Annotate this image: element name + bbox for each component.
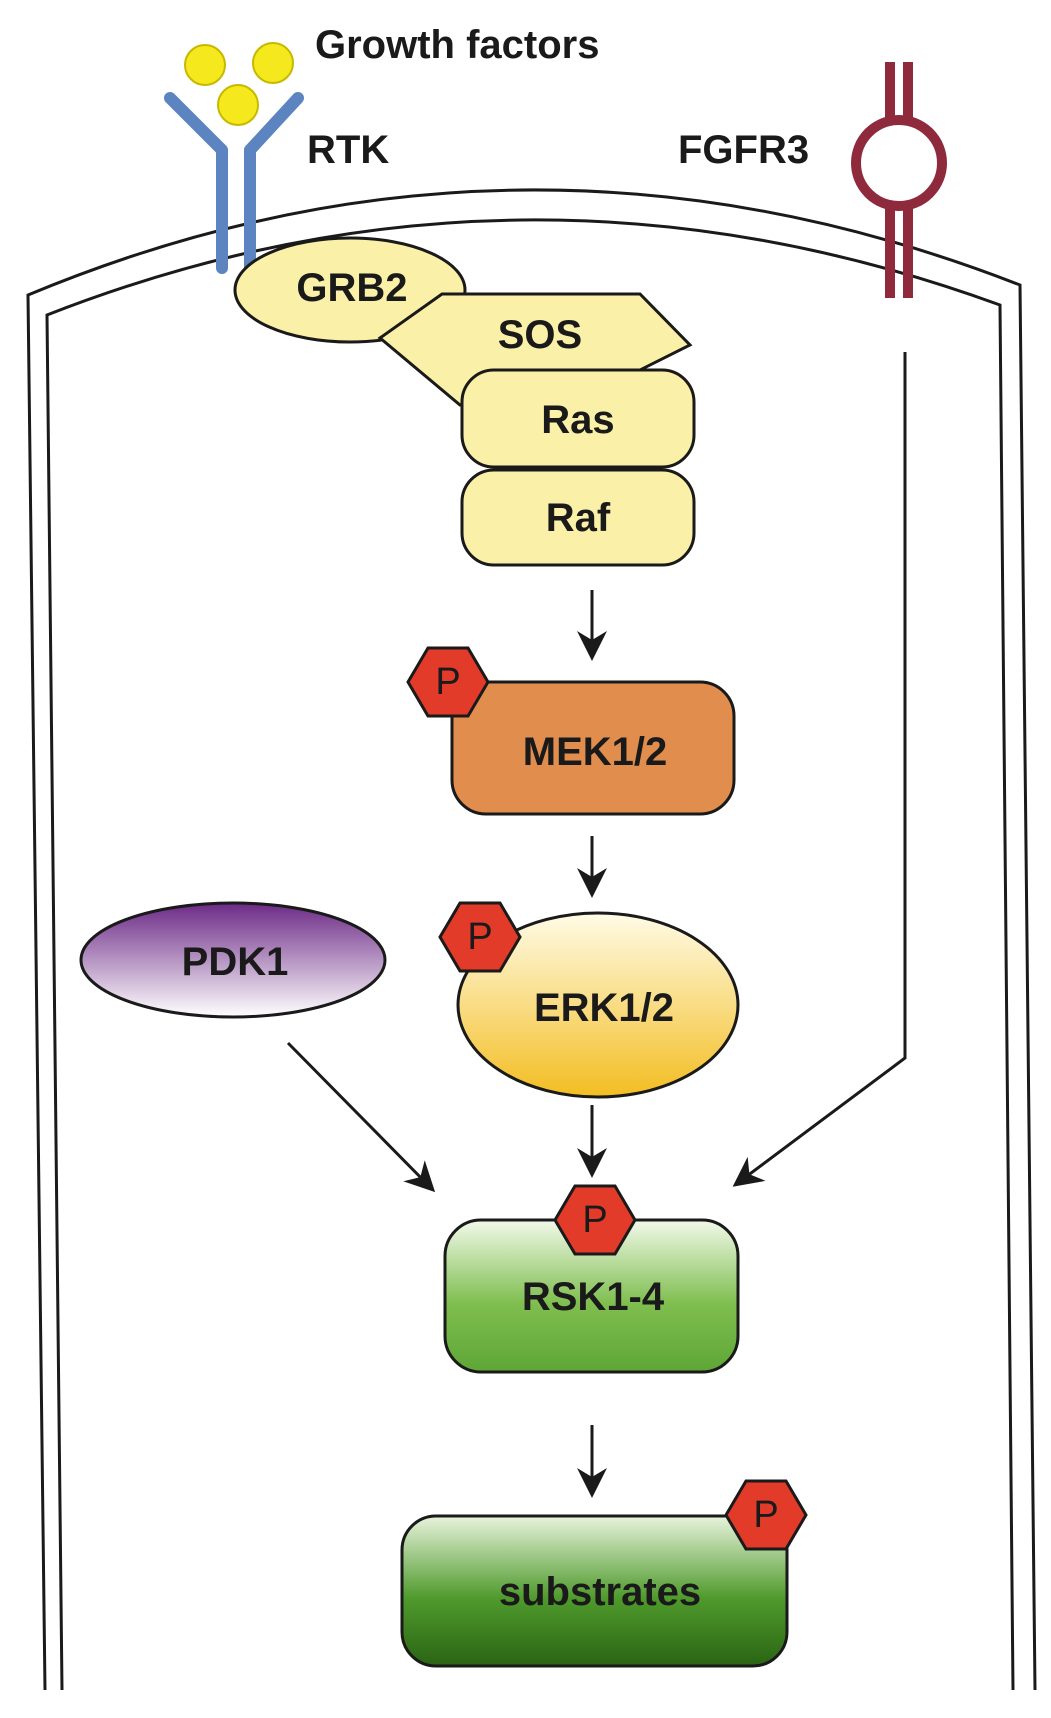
sos-label: SOS (498, 313, 582, 357)
fgfr3-receptor-icon (851, 62, 947, 298)
ligand-icon (252, 42, 294, 84)
arrow-fgfr3-to-rsk (732, 352, 907, 1187)
phospho-marker-erk: P (438, 901, 522, 973)
ras-label: Ras (541, 398, 614, 442)
phospho-label: P (582, 1199, 607, 1241)
ras-node (460, 368, 696, 469)
pdk1-node (79, 901, 387, 1019)
grb2-node (233, 236, 467, 344)
phospho-label: P (467, 916, 492, 958)
fgfr3-label: FGFR3 (678, 128, 809, 172)
erk-node (456, 911, 740, 1099)
phospho-marker-rsk: P (553, 1184, 637, 1256)
phospho-label: P (435, 661, 460, 703)
mek-label: MEK1/2 (523, 730, 668, 774)
substrates-node (400, 1514, 789, 1668)
arrow-pdk1-to-rsk (286, 1041, 436, 1193)
substrates-label: substrates (499, 1570, 701, 1614)
rsk-label: RSK1-4 (522, 1275, 665, 1319)
erk-label: ERK1/2 (534, 986, 674, 1030)
raf-node (460, 468, 696, 567)
rtk-receptor-icon (164, 92, 304, 274)
pdk1-label: PDK1 (182, 940, 289, 984)
phospho-marker-substrates: P (724, 1479, 808, 1551)
ligand-icon (184, 44, 226, 86)
raf-label: Raf (546, 496, 611, 540)
phospho-label: P (753, 1494, 778, 1536)
mek-node (450, 680, 736, 816)
ligand-icon (217, 84, 259, 126)
growth-factors-label: Growth factors (315, 23, 599, 67)
rtk-label: RTK (307, 128, 389, 172)
phospho-marker-mek: P (406, 646, 490, 718)
grb2-label: GRB2 (296, 266, 407, 310)
growth-factor-ligands (184, 42, 294, 126)
